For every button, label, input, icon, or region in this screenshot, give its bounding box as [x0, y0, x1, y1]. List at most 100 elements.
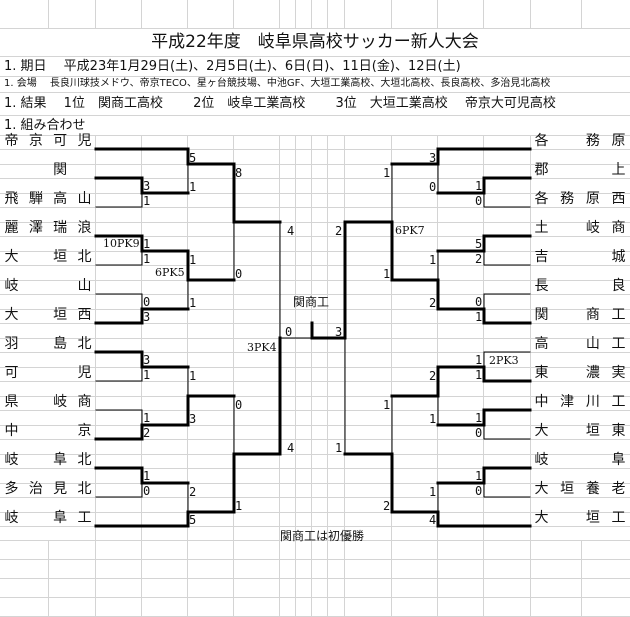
team-name-char: 工: [611, 336, 626, 352]
score-final-right: 3: [335, 325, 343, 339]
team-name-char: 岐: [4, 278, 19, 294]
left-team-name: 岐阜工: [4, 511, 92, 525]
team-name-char: 高: [53, 191, 68, 207]
team-name-char: 工: [611, 510, 626, 526]
team-name-char: 養: [585, 481, 600, 497]
score-r-r1f-top: 1: [475, 469, 483, 483]
score-r-r1e-top: 1: [475, 411, 483, 425]
score-r-r2c-top: 2: [429, 369, 437, 383]
right-team-name: 大垣養老: [534, 482, 626, 496]
team-name-char: 騨: [28, 191, 43, 207]
score-l-r2c-top: 1: [189, 369, 197, 383]
score-l-r1a-top: 3: [143, 179, 151, 193]
team-name-char: [28, 250, 43, 264]
team-name-char: [28, 511, 43, 525]
team-name-char: [585, 250, 600, 264]
team-name-char: 瑞: [53, 220, 68, 236]
team-name-char: 岐: [585, 220, 600, 236]
team-name-char: 阜: [611, 452, 626, 468]
team-name-char: 山: [77, 278, 92, 294]
left-team-name: 岐山: [4, 279, 92, 293]
team-name-char: 長: [534, 278, 549, 294]
team-name-char: [53, 424, 68, 438]
results-line: 1. 結果 1位 関商工高校 2位 岐阜工業高校 3位 大垣工業高校 帝京大可児…: [4, 96, 556, 111]
team-name-char: 中: [534, 394, 549, 410]
team-name-char: 工: [611, 307, 626, 323]
team-name-char: 垣: [53, 249, 68, 265]
pk-takayama-tono: 2PK3: [489, 354, 519, 367]
right-team-name: 中津川工: [534, 395, 626, 409]
score-r-r3a-top: 1: [383, 166, 391, 180]
score-l-r3b-top: 0: [235, 398, 243, 412]
score-l-r2d-top: 2: [189, 485, 197, 499]
score-r-r1d-bot: 1: [475, 368, 483, 382]
pk-left-r2b: 6PK5: [155, 266, 185, 279]
team-name-char: 大: [534, 423, 549, 439]
right-team-name: 各務原: [534, 134, 626, 148]
team-name-char: 澤: [28, 220, 43, 236]
score-l-r3a-top: 8: [235, 166, 243, 180]
team-name-char: 関: [534, 307, 549, 323]
score-r-r1f-bot: 0: [475, 484, 483, 498]
team-name-char: [585, 453, 600, 467]
team-name-char: [28, 308, 43, 322]
score-r-r2c-bot: 1: [429, 412, 437, 426]
team-name-char: [4, 163, 19, 177]
team-name-char: 浪: [77, 220, 92, 236]
left-team-name: 大垣北: [4, 250, 92, 264]
pk-left-semi: 3PK4: [247, 341, 277, 354]
team-name-char: 工: [611, 394, 626, 410]
score-r-r2a-bot: 0: [429, 180, 437, 194]
right-team-name: 吉城: [534, 250, 626, 264]
team-name-char: [560, 511, 575, 525]
score-l-r2c-bot: 3: [189, 412, 197, 426]
left-team-name: 帝京可児: [4, 134, 92, 148]
champion-note: 関商工は初優勝: [280, 529, 365, 543]
score-l-r2a-top: 5: [189, 151, 197, 165]
right-team-name: 郡上: [534, 163, 626, 177]
score-r-r1e-bot: 0: [475, 426, 483, 440]
right-team-name: 各務原西: [534, 192, 626, 206]
score-r-r1c-bot: 1: [475, 310, 483, 324]
team-name-char: 児: [77, 365, 92, 381]
score-r-r4-top: 2: [335, 224, 343, 238]
team-name-char: 務: [585, 133, 600, 149]
score-r-r1b-top: 5: [475, 237, 483, 251]
score-r-r1c-top: 0: [475, 295, 483, 309]
team-name-char: 京: [28, 133, 43, 149]
score-l-r1e-top: 1: [143, 411, 151, 425]
team-name-char: 商: [585, 307, 600, 323]
team-name-char: [585, 279, 600, 293]
pk-reizawa-ogakikita: 10PK9: [103, 237, 140, 250]
team-name-char: 実: [611, 365, 626, 381]
score-l-r1d-bot: 1: [143, 368, 151, 382]
team-name-char: [560, 453, 575, 467]
team-name-char: 各: [534, 191, 549, 207]
left-team-name: 麗澤瑞浪: [4, 221, 92, 235]
dates-line: 1. 期日 平成23年1月29日(土)、2月5日(土)、6日(日)、11日(金)…: [4, 59, 461, 74]
champion-label: 関商工: [293, 295, 330, 309]
team-name-char: 大: [534, 481, 549, 497]
team-name-char: [28, 163, 43, 177]
left-team-name: 中京: [4, 424, 92, 438]
team-name-char: 西: [611, 191, 626, 207]
right-team-name: 大垣東: [534, 424, 626, 438]
team-name-char: 西: [77, 307, 92, 323]
team-name-char: 可: [53, 133, 68, 149]
team-name-char: [28, 279, 43, 293]
team-name-char: 務: [560, 191, 575, 207]
team-name-char: 垣: [560, 481, 575, 497]
team-name-char: [28, 424, 43, 438]
score-l-r1b-top: 1: [143, 237, 151, 251]
team-name-char: 多: [4, 481, 19, 497]
team-name-char: 上: [611, 162, 626, 178]
score-l-r1f-top: 1: [143, 469, 151, 483]
team-name-char: 山: [77, 191, 92, 207]
score-l-r3a-bot: 0: [235, 267, 243, 281]
venues-line: 1. 会場 長良川球技メドウ、帝京TECO、星ヶ台競技場、中池GF、大垣工業高校…: [4, 78, 551, 89]
team-name-char: 麗: [4, 220, 19, 236]
team-name-char: 老: [611, 481, 626, 497]
left-team-name: 可児: [4, 366, 92, 380]
team-name-char: 各: [534, 133, 549, 149]
